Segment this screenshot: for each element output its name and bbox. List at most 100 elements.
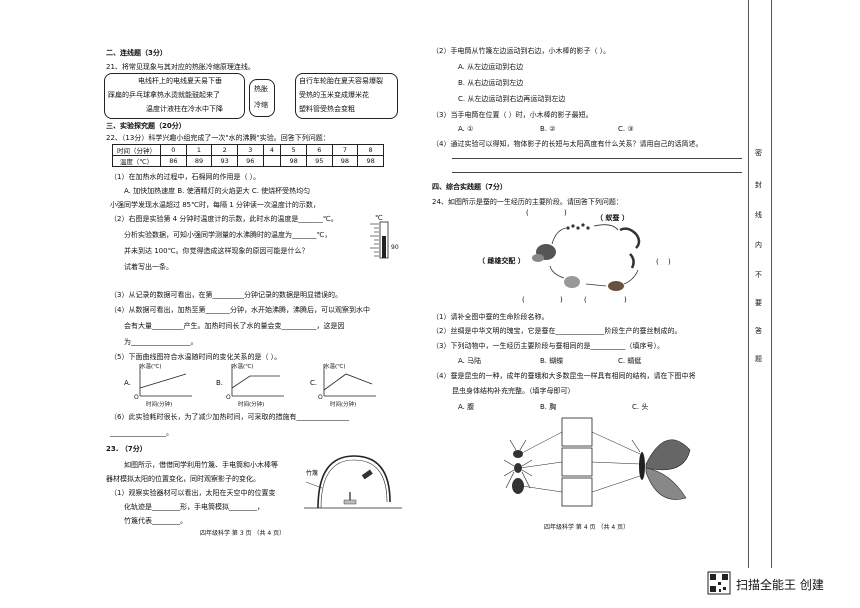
match-right-item: 自行车轮胎在夏天容易爆裂 bbox=[299, 77, 383, 85]
table-row: 时间（分钟） 0 1 2 3 4 5 6 7 8 bbox=[112, 144, 384, 156]
table-header-cell: 6 bbox=[305, 144, 333, 156]
table-header-cell: 4 bbox=[262, 144, 282, 156]
sidebar-char: 密 bbox=[755, 149, 762, 157]
svg-text:): ) bbox=[624, 296, 627, 304]
question-23-2: （2）手电筒从竹篾左边运动到右边，小木棒的影子（ ）。 bbox=[432, 47, 611, 55]
question-22-2-intro: 小强同学发现水温超过 85℃时，每隔 1 分钟读一次温度计的示数， bbox=[110, 201, 320, 209]
graph-xlabel: 时间(分钟) bbox=[146, 402, 173, 408]
graph-label: B. bbox=[216, 379, 224, 387]
sidebar-char: 要 bbox=[755, 299, 762, 307]
graph-xlabel: 时间(分钟) bbox=[238, 402, 265, 408]
question-24: 24、如图所示是蚕的一生经历的主要阶段。请回答下列问题： bbox=[432, 198, 623, 206]
table-cell: 98 bbox=[280, 155, 307, 167]
graph-ylabel: 水温(℃) bbox=[324, 364, 346, 370]
question-22-2b: 分析实验数据，可知小强同学测量的水沸腾时的温度为_______℃， bbox=[124, 231, 332, 239]
table-cell: 89 bbox=[185, 155, 213, 167]
question-22: 22、（13分）科学兴趣小组完成了一次"水的沸腾"实验。回答下列问题： bbox=[106, 134, 330, 142]
svg-text:(: ( bbox=[584, 296, 587, 304]
question-24-3: （3）下列动物中，一生经历主要阶段与蚕相同的是__________（填序号）。 bbox=[432, 342, 664, 350]
question-22-1: （1）在加热水的过程中，石棉网的作用是（ ）。 bbox=[110, 173, 261, 181]
graph-label: A. bbox=[124, 379, 131, 387]
question-22-2d: 试着写出一条。 bbox=[124, 263, 173, 271]
question-24-2: （2）丝绸是中华文明的瑰宝，它是蚕在______________阶段生产的蚕丝制… bbox=[432, 327, 682, 335]
sidebar-char: 不 bbox=[755, 271, 762, 279]
answer-line bbox=[452, 172, 742, 173]
graph-ylabel: 水温(℃) bbox=[140, 364, 162, 370]
table-cell: 温度（℃） bbox=[112, 155, 161, 167]
table-row: 温度（℃） 86 89 93 96 98 95 98 98 bbox=[112, 155, 384, 167]
question-23-intro-1: 如图所示，借借同学利用竹篾、手电筒和小木棒等 bbox=[124, 461, 278, 469]
match-left-item: 温度计液柱在冷水中下降 bbox=[146, 105, 223, 113]
table-cell: 93 bbox=[211, 155, 238, 167]
thermometer-unit: ℃ bbox=[375, 214, 383, 222]
question-23-2-option: B. 从右边运动到左边 bbox=[458, 79, 524, 87]
insect-diagram bbox=[503, 417, 691, 507]
stage-label-cocoon: （ 蚁蚕 ） bbox=[596, 214, 629, 222]
question-23-2-option: C. 从左边运动到右边再运动到左边 bbox=[458, 95, 566, 103]
question-23-intro-2: 器材模拟太阳的位置变化，同时观察影子的变化。 bbox=[106, 475, 260, 483]
question-22-5: （5）下面曲线图符合水温随时间的变化关系的是（ ）。 bbox=[110, 353, 282, 361]
table-header-cell: 0 bbox=[160, 144, 187, 156]
question-22-1-options: A. 加快加热速度 B. 使酒精灯的火焰更大 C. 使烧杯受热均匀 bbox=[124, 187, 311, 195]
graph-origin: O bbox=[134, 394, 139, 401]
question-24-4a: （4）蚕是昆虫的一种，成年的蚕蛾和大多数昆虫一样具有相同的结构，请在下图中将 bbox=[432, 372, 696, 380]
thermometer-icon bbox=[370, 221, 389, 259]
sidebar-char: 答 bbox=[755, 327, 762, 335]
graph-a-plot bbox=[139, 364, 192, 397]
table-header-cell: 2 bbox=[211, 144, 238, 156]
table-cell: 98 bbox=[331, 155, 359, 167]
sidebar-char: 内 bbox=[755, 241, 762, 249]
question-24-3-option: B. 蝴蝶 bbox=[540, 357, 564, 365]
question-22-3: （3）从记录的数据可看出，在第_________分钟记录的数据是明显错误的。 bbox=[110, 291, 342, 299]
question-24-3-option: A. 马陆 bbox=[458, 357, 482, 365]
stage-label-mating: （ 雌雄交配 ） bbox=[478, 257, 525, 265]
question-23: 23. （7分） bbox=[106, 445, 147, 453]
left-page-footer: 四年级科学 第 3 页 （共 4 页） bbox=[200, 530, 286, 537]
question-22-2c: 并未到达 100℃。你觉得造成这样现象的原因可能是什么？ bbox=[124, 247, 309, 255]
table-header-cell: 5 bbox=[280, 144, 307, 156]
question-24-4-option: A. 腹 bbox=[458, 403, 475, 411]
question-23-3: （3）当手电筒在位置（ ）时，小木棒的影子最短。 bbox=[432, 111, 593, 119]
svg-text:): ) bbox=[564, 209, 567, 217]
thermometer-value: 90 bbox=[391, 244, 399, 251]
match-mid-box bbox=[249, 79, 275, 117]
svg-text:(: ( bbox=[522, 296, 525, 304]
svg-text:(: ( bbox=[656, 258, 659, 266]
svg-text:): ) bbox=[668, 258, 671, 266]
answer-line bbox=[452, 158, 742, 159]
match-left-item: 电线杆上的电线夏天易下垂 bbox=[138, 77, 222, 85]
question-22-6a: （6）此实验耗时很长，为了减少加热时间，可采取的措施有_____________… bbox=[110, 413, 349, 421]
table-header-cell: 8 bbox=[357, 144, 384, 156]
question-24-3-option: C. 蜻蜓 bbox=[618, 357, 642, 365]
table-cell: 96 bbox=[236, 155, 264, 167]
question-22-4c: 为_________________。 bbox=[124, 338, 198, 346]
graph-label: C. bbox=[310, 379, 318, 387]
table-header-cell: 7 bbox=[331, 144, 359, 156]
svg-text:): ) bbox=[560, 296, 563, 304]
table-cell: 98 bbox=[357, 155, 384, 167]
bamboo-arc-illustration bbox=[304, 455, 402, 509]
right-page-footer: 四年级科学 第 4 页 （共 4 页） bbox=[544, 524, 630, 531]
watermark-text: 扫描全能王 创建 bbox=[736, 578, 824, 592]
sidebar-char: 线 bbox=[755, 211, 762, 219]
question-23-1a: （1）观察实验器材可以看出，太阳在天空中的位置变 bbox=[110, 489, 276, 497]
question-22-4a: （4）从数据可看出，加热至第_______分钟，水开始沸腾，沸腾后，可以观察到水… bbox=[110, 306, 370, 314]
question-24-1: （1）请补全图中蚕的生命阶段名称。 bbox=[432, 313, 549, 321]
question-24-4-option: B. 胸 bbox=[540, 403, 557, 411]
section-3-title: 三、实验探究题（20分） bbox=[106, 122, 186, 130]
section-4-title: 四、综合实践题（7分） bbox=[432, 183, 507, 191]
graph-origin: O bbox=[318, 394, 323, 401]
table-cell bbox=[262, 155, 282, 167]
question-22-6b: ________________。 bbox=[110, 429, 173, 437]
graph-c-plot bbox=[323, 364, 376, 397]
question-23-4: （4）通过实验可以得知，物体影子的长短与太阳高度有什么关系？请用自己的话简述。 bbox=[432, 140, 703, 148]
sidebar-char: 封 bbox=[755, 181, 762, 189]
question-23-3-option: C. ③ bbox=[618, 125, 634, 133]
match-right-box bbox=[295, 73, 398, 119]
match-left-box bbox=[104, 73, 245, 119]
question-22-4b: 会有大量_________产生。加热时间长了水的量会变__________，这是… bbox=[124, 322, 345, 330]
table-cell: 86 bbox=[160, 155, 187, 167]
table-header-cell: 3 bbox=[236, 144, 264, 156]
svg-text:(: ( bbox=[526, 209, 529, 217]
question-23-3-option: A. ① bbox=[458, 125, 474, 133]
